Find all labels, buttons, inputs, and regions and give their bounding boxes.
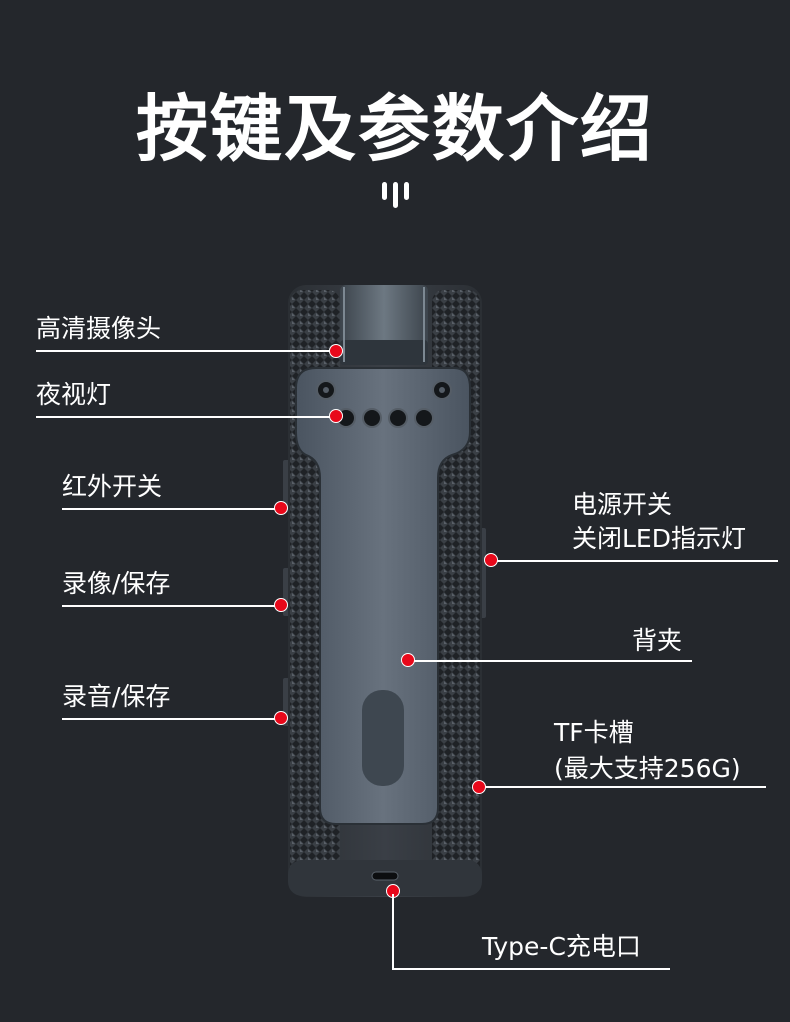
label-power-led: 关闭LED指示灯	[572, 524, 746, 553]
callout-line-power	[492, 560, 778, 562]
label-type-c: Type-C充电口	[482, 932, 641, 961]
title-divider-icon	[382, 182, 409, 208]
label-audio-save: 录音/保存	[62, 682, 171, 711]
callout-line-tf-slot	[484, 786, 766, 788]
callout-line-audio-save	[62, 718, 276, 720]
callout-line-type-c	[392, 968, 670, 970]
label-hd-camera: 高清摄像头	[36, 314, 162, 343]
callout-line-night-vision	[36, 416, 334, 418]
callout-line-hd-camera	[36, 350, 332, 352]
label-power-switch: 电源开关	[572, 490, 673, 519]
marker-video-save	[274, 598, 288, 612]
callout-line-video-save	[62, 605, 276, 607]
label-ir-switch: 红外开关	[62, 472, 163, 501]
callout-vline-type-c	[392, 894, 394, 970]
page-title: 按键及参数介绍	[135, 87, 654, 171]
callout-line-back-clip	[412, 660, 692, 662]
label-tf-capacity: (最大支持256G)	[554, 754, 741, 783]
marker-back-clip	[401, 653, 415, 667]
marker-night-vision	[329, 409, 343, 423]
marker-ir-switch	[274, 501, 288, 515]
marker-audio-save	[274, 711, 288, 725]
callout-line-ir-switch	[62, 508, 276, 510]
label-night-vision: 夜视灯	[36, 380, 112, 409]
marker-hd-camera	[329, 344, 343, 358]
marker-power	[484, 553, 498, 567]
label-tf-slot: TF卡槽	[554, 718, 634, 747]
label-video-save: 录像/保存	[62, 569, 171, 598]
marker-tf-slot	[472, 780, 486, 794]
label-back-clip: 背夹	[632, 626, 683, 655]
